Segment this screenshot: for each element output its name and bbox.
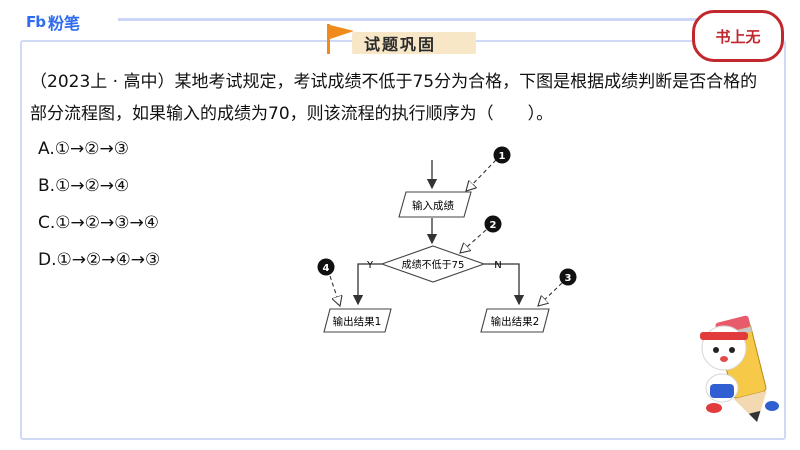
svg-text:2: 2 <box>490 220 497 231</box>
yes-branch-line <box>352 263 382 306</box>
no-branch-line <box>484 263 525 306</box>
marker-3: 3 <box>538 268 577 307</box>
top-bar: Fb 粉笔 <box>0 0 800 40</box>
svg-text:1: 1 <box>499 151 506 162</box>
flowchart: 输入成绩 成绩不低于75 Y N 输出结果1 输出结果2 1 2 3 4 <box>317 146 577 333</box>
decision-label: 成绩不低于75 <box>402 258 465 271</box>
badge-text: 书上无 <box>715 27 761 46</box>
option-b[interactable]: B.①→②→④ <box>38 176 130 196</box>
option-d[interactable]: D.①→②→④→③ <box>38 250 161 270</box>
option-c[interactable]: C.①→②→③→④ <box>38 213 159 233</box>
logo-mark: Fb <box>26 13 46 31</box>
content-frame <box>20 40 786 440</box>
option-a[interactable]: A.①→②→③ <box>38 139 129 159</box>
no-label: N <box>494 260 501 271</box>
question-text: （2023上 · 高中）某地考试规定，考试成绩不低于75分为合格，下图是根据成绩… <box>30 72 758 124</box>
marker-1: 1 <box>466 146 511 192</box>
logo-text: 粉笔 <box>47 14 80 33</box>
output-box-2: 输出结果2 <box>480 308 550 333</box>
pencil-mascot-icon <box>700 315 779 423</box>
yes-label: Y <box>366 260 374 271</box>
svg-text:3: 3 <box>565 273 572 284</box>
decision-diamond: 成绩不低于75 <box>380 245 486 283</box>
section-title-bg <box>352 32 476 54</box>
section-title: 试题巩固 <box>324 20 484 58</box>
output1-label: 输出结果1 <box>333 315 382 328</box>
flag-icon <box>327 24 354 54</box>
output2-label: 输出结果2 <box>491 315 540 328</box>
marker-4: 4 <box>317 258 341 307</box>
section-title-text: 试题巩固 <box>364 35 437 54</box>
options-list: A.①→②→③ B.①→②→④ C.①→②→③→④ D.①→②→④→③ <box>38 136 160 284</box>
svg-text:4: 4 <box>323 263 330 274</box>
marker-2: 2 <box>460 215 502 254</box>
input-label: 输入成绩 <box>412 199 454 212</box>
output-box-1: 输出结果1 <box>323 308 392 333</box>
input-box: 输入成绩 <box>398 191 472 218</box>
fenbi-logo: Fb 粉笔 <box>26 10 80 34</box>
badge-stamp: 书上无 <box>692 10 784 62</box>
header-divider <box>118 18 698 21</box>
